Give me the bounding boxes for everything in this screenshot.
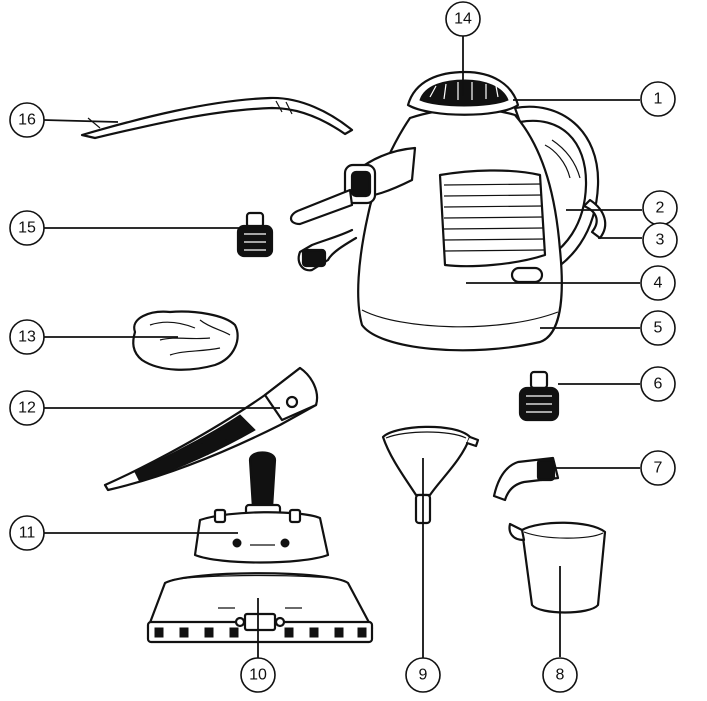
svg-text:12: 12	[18, 400, 36, 417]
svg-text:3: 3	[656, 232, 665, 249]
svg-text:9: 9	[419, 667, 428, 684]
callout-1: 1	[640, 81, 676, 117]
leader-lines	[43, 36, 642, 658]
vent-grille	[438, 169, 547, 268]
callout-7: 7	[640, 450, 676, 486]
callout-3: 3	[642, 222, 678, 258]
callout-12: 12	[9, 390, 45, 426]
callout-13: 13	[9, 319, 45, 355]
callout-15: 15	[9, 210, 45, 246]
part-11-brush-attachment	[193, 451, 330, 564]
svg-text:16: 16	[18, 112, 36, 129]
part-6-safety-cap	[518, 370, 560, 422]
part-16-hose-strap	[80, 96, 354, 140]
part-15-small-cap	[236, 211, 274, 258]
svg-text:14: 14	[454, 11, 472, 28]
leader-16	[43, 119, 119, 123]
svg-text:1: 1	[654, 91, 663, 108]
callout-4: 4	[640, 265, 676, 301]
part-10-floor-head	[146, 572, 374, 644]
callout-16: 16	[9, 102, 45, 138]
svg-text:8: 8	[556, 667, 565, 684]
callout-8: 8	[542, 657, 578, 693]
svg-text:13: 13	[18, 329, 36, 346]
part-13-cleaning-cloth	[132, 310, 239, 371]
svg-text:10: 10	[249, 667, 267, 684]
part-9-funnel	[381, 425, 480, 525]
power-switch	[510, 266, 544, 284]
callout-2: 2	[642, 190, 678, 226]
callout-10: 10	[240, 657, 276, 693]
svg-text:11: 11	[19, 525, 36, 542]
svg-text:6: 6	[654, 376, 663, 393]
svg-text:2: 2	[656, 200, 665, 217]
svg-text:5: 5	[654, 320, 663, 337]
part-12-nozzle-attachment	[103, 366, 319, 492]
svg-text:7: 7	[654, 460, 663, 477]
steam-cleaner-main-body	[289, 70, 607, 352]
svg-text:15: 15	[18, 220, 36, 237]
callout-14: 14	[445, 1, 481, 37]
callouts: 1 2 3 4 5 6 7 8 9 10 11 12 13 14 15 16	[9, 1, 678, 693]
part-8-measuring-cup	[508, 521, 607, 614]
callout-9: 9	[405, 657, 441, 693]
part-7-angle-nozzle	[492, 456, 560, 502]
callout-6: 6	[640, 366, 676, 402]
svg-text:4: 4	[654, 275, 663, 292]
callout-5: 5	[640, 310, 676, 346]
callout-11: 11	[9, 515, 45, 551]
